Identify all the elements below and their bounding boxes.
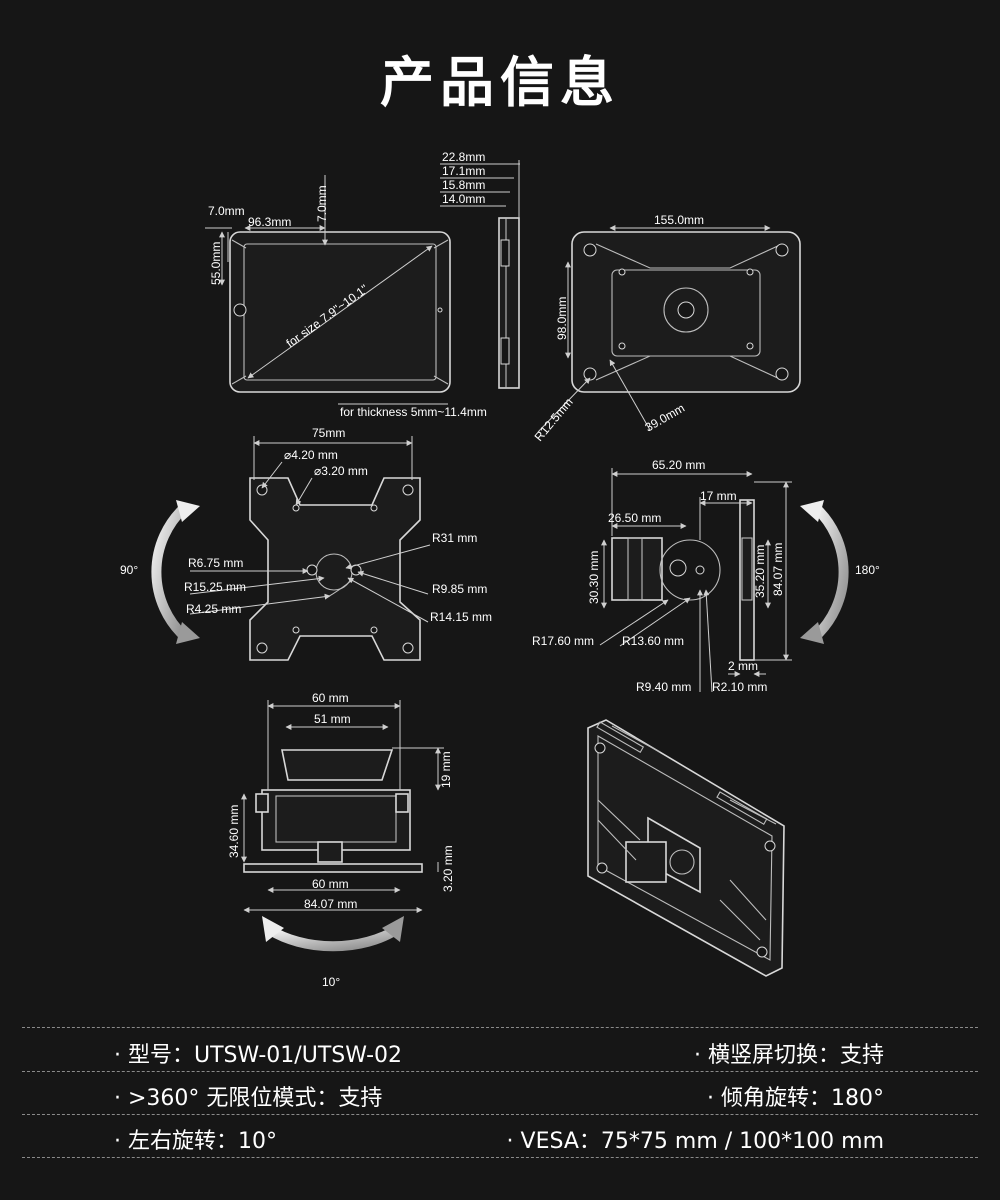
bullet: · xyxy=(114,1129,121,1154)
dim-39mm: 39.0mm xyxy=(643,401,688,435)
spec-text: >360° 无限位模式：支持 xyxy=(128,1086,383,1111)
angle-180: 180° xyxy=(855,563,880,577)
dim-26mm: 26.50 mm xyxy=(608,511,661,525)
spec-tilt: · 倾角旋转：180° xyxy=(707,1080,884,1112)
bracket-front-view xyxy=(241,700,444,952)
spec-text: VESA：75*75 mm / 100*100 mm xyxy=(520,1129,884,1154)
bullet: · xyxy=(707,1086,714,1111)
dim-r14mm: R14.15 mm xyxy=(430,610,492,624)
dim-17mm: 17.1mm xyxy=(442,164,485,178)
technical-drawings: 7.0mm 96.3mm 7.0mm 55.0mm for size 7.9"~… xyxy=(120,150,880,989)
dim-98mm: 98.0mm xyxy=(555,297,569,340)
dim-r2mm: R2.10 mm xyxy=(712,680,767,694)
separator-1 xyxy=(22,1027,978,1028)
spec-vesa: · VESA：75*75 mm / 100*100 mm xyxy=(507,1123,884,1155)
dim-r17mm: R17.60 mm xyxy=(532,634,594,648)
dim-22mm: 22.8mm xyxy=(442,150,485,164)
dim-35mm: 35.20 mm xyxy=(753,545,767,598)
spec-swivel: · 左右旋转：10° xyxy=(114,1123,277,1155)
bullet: · xyxy=(114,1043,121,1068)
hinge-side-view xyxy=(599,468,849,693)
separator-3 xyxy=(22,1114,978,1115)
tablet-side-view xyxy=(440,160,520,389)
back-plate-view xyxy=(537,225,801,433)
bullet: · xyxy=(506,1129,514,1154)
bullet: · xyxy=(114,1086,121,1111)
separator-2 xyxy=(22,1071,978,1072)
dim-84mm: 84.07 mm xyxy=(771,543,785,596)
dim-r13mm: R13.60 mm xyxy=(622,634,684,648)
dim-96mm: 96.3mm xyxy=(248,215,291,229)
dim-75mm: 75mm xyxy=(312,426,345,440)
spec-infinite-rotation: · >360° 无限位模式：支持 xyxy=(114,1080,382,1112)
dim-7mm-a: 7.0mm xyxy=(208,204,245,218)
vesa-plate-view xyxy=(151,436,431,661)
dim-60mm-bottom: 60 mm xyxy=(312,877,349,891)
dim-r9mm: R9.40 mm xyxy=(636,680,691,694)
angle-10: 10° xyxy=(322,975,340,989)
dim-30mm: 30.30 mm xyxy=(587,551,601,604)
spec-text: 横竖屏切换：支持 xyxy=(707,1043,884,1068)
dim-r6mm: R6.75 mm xyxy=(188,556,243,570)
dim-51mm: 51 mm xyxy=(314,712,351,726)
spec-orientation-switch: · 横竖屏切换：支持 xyxy=(694,1037,884,1069)
tablet-front-view xyxy=(205,175,451,405)
dim-34mm: 34.60 mm xyxy=(227,805,241,858)
dim-r31mm: R31 mm xyxy=(432,531,477,545)
dim-3mm: 3.20 mm xyxy=(441,845,455,892)
spec-model: · 型号：UTSW-01/UTSW-02 xyxy=(114,1037,402,1069)
dim-2mm: 2 mm xyxy=(728,659,758,673)
dim-dia-4mm: ⌀4.20 mm xyxy=(284,448,338,462)
dim-r12mm: R12.5mm xyxy=(532,395,576,444)
bullet: · xyxy=(693,1043,701,1068)
dim-65mm: 65.20 mm xyxy=(652,458,705,472)
dim-55mm: 55.0mm xyxy=(209,242,223,285)
dim-15mm: 15.8mm xyxy=(442,178,485,192)
isometric-view xyxy=(587,719,785,977)
dim-dia-3mm: ⌀3.20 mm xyxy=(314,464,368,478)
separator-4 xyxy=(22,1157,978,1158)
dim-r9mm: R9.85 mm xyxy=(432,582,487,596)
dim-r15mm: R15.25 mm xyxy=(184,580,246,594)
dim-84mm-bottom: 84.07 mm xyxy=(304,897,357,911)
dim-17mm: 17 mm xyxy=(700,489,737,503)
angle-90: 90° xyxy=(120,563,138,577)
dim-7mm-b: 7.0mm xyxy=(315,185,329,222)
dim-14mm: 14.0mm xyxy=(442,192,485,206)
dim-155mm: 155.0mm xyxy=(654,213,704,227)
spec-text: 倾角旋转：180° xyxy=(721,1086,884,1111)
spec-text: 左右旋转：10° xyxy=(128,1129,277,1154)
page-title: 产品信息 xyxy=(380,51,620,114)
dim-60mm-top: 60 mm xyxy=(312,691,349,705)
dim-19mm: 19 mm xyxy=(439,751,453,788)
dim-r4mm: R4.25 mm xyxy=(186,602,241,616)
spec-text: 型号：UTSW-01/UTSW-02 xyxy=(128,1043,403,1068)
thickness-label: for thickness 5mm~11.4mm xyxy=(340,405,487,419)
